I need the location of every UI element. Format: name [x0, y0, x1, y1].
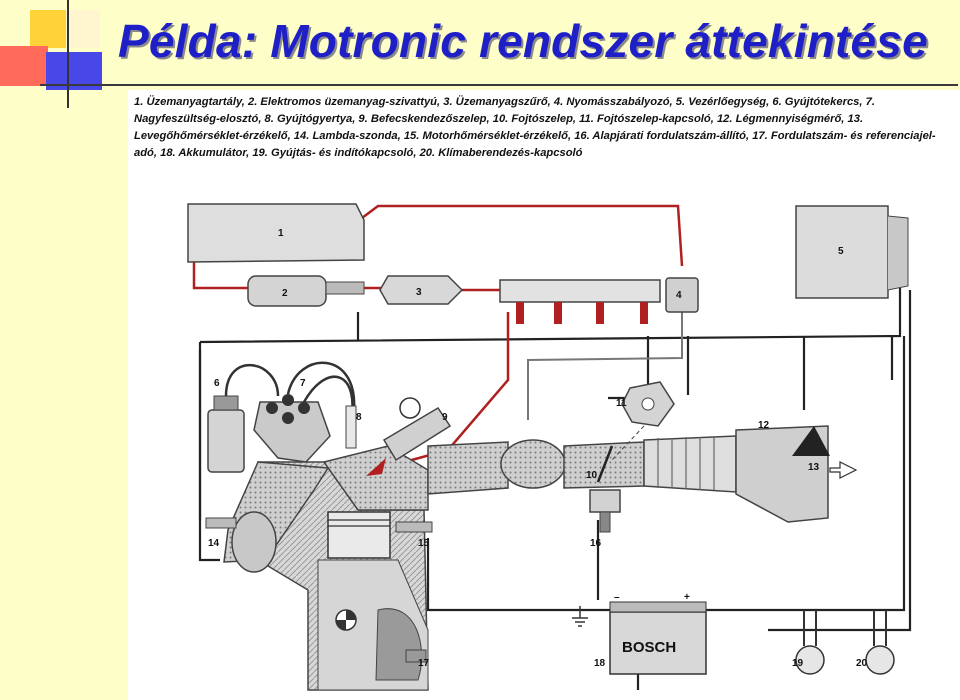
label-3: 3: [416, 287, 422, 298]
idle-actuator: [589, 489, 621, 513]
lambda-sensor: [205, 517, 237, 529]
fuel-rail: [499, 279, 661, 303]
deco-vertical-line: [67, 0, 69, 108]
plenum: [500, 439, 566, 489]
battery-plus: +: [684, 592, 690, 603]
camshaft-icon: [399, 397, 421, 419]
fuel-rail-injector-1: [516, 302, 524, 324]
label-19: 19: [792, 658, 804, 669]
label-16: 16: [590, 538, 602, 549]
injector-spray: [366, 458, 386, 476]
throttle-switch-link: [611, 425, 645, 461]
slide-title: Példa: Motronic rendszer áttekintése: [118, 15, 928, 67]
piston-rings: [328, 519, 390, 527]
deco-red-square: [0, 46, 48, 86]
ignition-switch: [795, 645, 825, 675]
fuel-tank: [187, 203, 365, 263]
fuel-filter: [379, 275, 464, 305]
control-unit-connector: [887, 215, 909, 291]
battery-minus: –: [614, 592, 620, 603]
deco-light-square: [66, 10, 100, 48]
intake-manifold: [427, 441, 509, 495]
throttle-switch-shaft: [641, 397, 655, 411]
fuel-pump-terminal: [325, 281, 365, 295]
label-9: 9: [442, 412, 448, 423]
label-15: 15: [418, 538, 430, 549]
speed-sensor: [405, 649, 427, 663]
distributor-lead-2: [282, 394, 294, 406]
component-legend: 1. Üzemanyagtartály, 2. Elektromos üzema…: [134, 96, 936, 159]
idle-actuator-plug: [599, 511, 611, 533]
label-20: 20: [856, 658, 868, 669]
fuel-rail-injector-4: [640, 302, 648, 324]
air-temp-sensor: [792, 426, 830, 456]
exhaust-pipe: [231, 511, 277, 573]
air-inlet-arrow-icon: [829, 461, 858, 479]
label-13: 13: [808, 462, 820, 473]
label-1: 1: [278, 228, 284, 239]
battery-brand: BOSCH: [622, 639, 676, 656]
distributor-lead-4: [282, 412, 294, 424]
label-18: 18: [594, 658, 606, 669]
reference-mark-quadrants: [336, 610, 356, 630]
ignition-coil: [207, 409, 245, 473]
distributor-lead-3: [298, 402, 310, 414]
label-5: 5: [838, 246, 844, 257]
label-10: 10: [586, 470, 598, 481]
label-12: 12: [758, 420, 770, 431]
ac-switch: [865, 645, 895, 675]
deco-blue-square: [46, 52, 102, 90]
ground-symbol-icon: [572, 606, 588, 627]
piston: [327, 511, 391, 559]
label-4: 4: [676, 290, 682, 301]
deco-yellow-square: [30, 10, 66, 48]
label-6: 6: [214, 378, 220, 389]
label-11: 11: [616, 398, 627, 409]
label-14: 14: [208, 538, 220, 549]
pressure-regulator: [665, 277, 699, 313]
bellows-folds: [657, 436, 715, 490]
throttle-plate: [596, 445, 614, 483]
return-line: [527, 312, 683, 420]
fuel-rail-injector-2: [554, 302, 562, 324]
label-8: 8: [356, 412, 362, 423]
spark-plug: [345, 405, 357, 449]
distributor: [253, 401, 331, 463]
label-7: 7: [300, 378, 306, 389]
switch-wires: [803, 610, 887, 646]
battery-top: [609, 601, 707, 613]
coolant-sensor: [395, 521, 433, 533]
battery: [609, 611, 707, 675]
motronic-system-diagram: BOSCH – + 1 2 3 4 5 6 7 8 9 10 11 12 13 …: [187, 203, 912, 691]
label-17: 17: [418, 658, 430, 669]
diagram-panel: 1. Üzemanyagtartály, 2. Elektromos üzema…: [128, 90, 960, 700]
label-2: 2: [282, 288, 288, 299]
distributor-lead-1: [266, 402, 278, 414]
fuel-rail-injector-3: [596, 302, 604, 324]
ignition-coil-cap: [213, 395, 239, 411]
title-underline: [40, 84, 958, 86]
injector: [382, 406, 452, 462]
